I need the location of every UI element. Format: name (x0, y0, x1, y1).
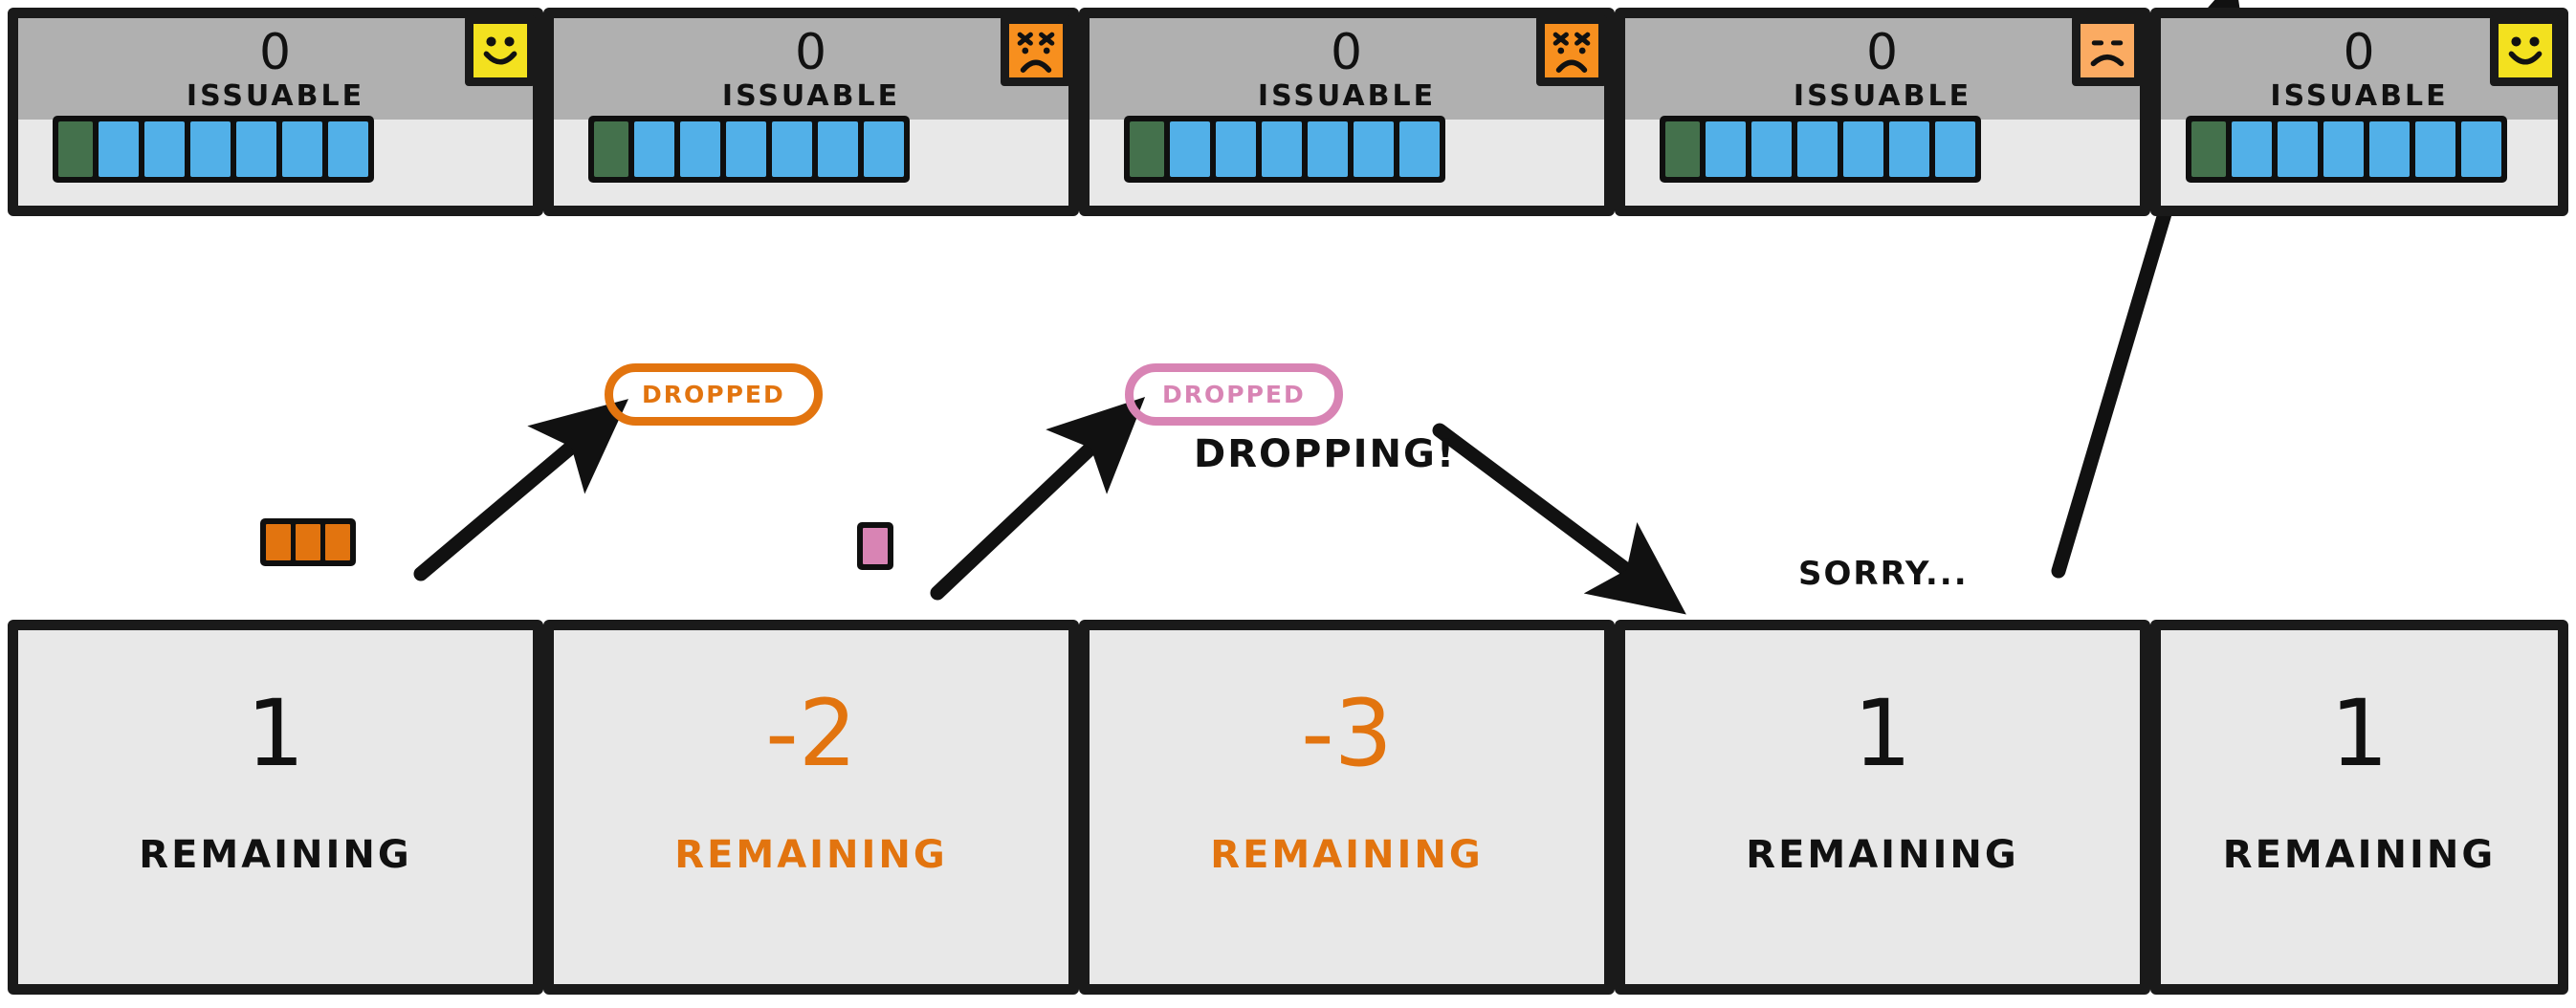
remaining-label: REMAINING (674, 833, 948, 877)
issuable-count: 0 (1330, 24, 1364, 81)
card-header: 0 ISSUABLE (554, 15, 1071, 120)
remaining-label: REMAINING (1210, 833, 1484, 877)
block-blue (1399, 121, 1440, 177)
arrow-3 (1432, 423, 1686, 615)
block-blue (818, 121, 858, 177)
issuable-label: ISSUABLE (1257, 79, 1437, 113)
dropped-badge-orange: DROPPED (605, 363, 823, 426)
issuable-card-1[interactable]: 0 ISSUABLE (8, 8, 543, 216)
remaining-number: -2 (765, 680, 857, 787)
issuable-card-5[interactable]: 0 ISSUABLE (2150, 8, 2568, 216)
issuable-card-2[interactable]: 0 ISSUABLE (543, 8, 1079, 216)
pink-block-group (857, 522, 893, 570)
card-header: 0 ISSUABLE (1625, 15, 2143, 120)
block-blue (1354, 121, 1394, 177)
block-blue (1706, 121, 1746, 177)
issuable-count: 0 (794, 24, 828, 81)
remaining-card-1[interactable]: 1 REMAINING (8, 620, 543, 995)
mini-block-orange (266, 524, 291, 560)
card-header: 0 ISSUABLE (2161, 15, 2561, 120)
block-blue (680, 121, 720, 177)
block-row (53, 116, 374, 183)
remaining-label: REMAINING (2222, 833, 2497, 877)
issuable-card-3[interactable]: 0 ISSUABLE (1079, 8, 1615, 216)
mini-block-pink (863, 528, 888, 564)
mini-block-orange (296, 524, 320, 560)
block-green (2191, 121, 2226, 177)
dropping-annotation: DROPPING! (1194, 432, 1457, 476)
issuable-label: ISSUABLE (721, 79, 901, 113)
block-blue (1935, 121, 1975, 177)
block-blue (772, 121, 812, 177)
issuable-label: ISSUABLE (186, 79, 365, 113)
block-blue (1216, 121, 1256, 177)
block-green (1665, 121, 1700, 177)
issuable-label: ISSUABLE (2270, 79, 2449, 113)
arrow-2 (930, 396, 1146, 601)
block-blue (726, 121, 766, 177)
arrow-1 (413, 399, 628, 581)
block-row (588, 116, 910, 183)
block-blue (2232, 121, 2272, 177)
remaining-card-3[interactable]: -3 REMAINING (1079, 620, 1615, 995)
block-green (58, 121, 93, 177)
block-blue (282, 121, 322, 177)
remaining-number: 1 (246, 680, 305, 787)
remaining-number: -3 (1301, 680, 1393, 787)
remaining-label: REMAINING (1746, 833, 2019, 877)
mini-block-orange (325, 524, 350, 560)
orange-blocks-group (260, 518, 356, 566)
block-row (1660, 116, 1981, 183)
smiley-face-icon (465, 15, 536, 86)
angry-face-icon (1001, 15, 1071, 86)
block-green (1130, 121, 1164, 177)
block-blue (1889, 121, 1929, 177)
block-blue (1797, 121, 1838, 177)
issuable-count: 0 (2343, 24, 2376, 81)
block-blue (236, 121, 276, 177)
block-blue (328, 121, 368, 177)
block-blue (1843, 121, 1883, 177)
block-row (1124, 116, 1445, 183)
remaining-card-2[interactable]: -2 REMAINING (543, 620, 1079, 995)
block-blue (1308, 121, 1348, 177)
remaining-number: 1 (2329, 680, 2389, 787)
angry-face-icon (1536, 15, 1607, 86)
remaining-card-5[interactable]: 1 REMAINING (2150, 620, 2568, 995)
block-blue (2278, 121, 2318, 177)
remaining-number: 1 (1853, 680, 1912, 787)
card-header: 0 ISSUABLE (18, 15, 536, 120)
block-green (594, 121, 628, 177)
block-blue (190, 121, 231, 177)
block-blue (864, 121, 904, 177)
block-blue (1751, 121, 1792, 177)
block-blue (2369, 121, 2410, 177)
block-blue (1262, 121, 1302, 177)
issuable-count: 0 (1865, 24, 1900, 81)
block-blue (2461, 121, 2501, 177)
issuable-count: 0 (258, 24, 293, 81)
issuable-label: ISSUABLE (1793, 79, 1972, 113)
block-blue (144, 121, 185, 177)
remaining-card-4[interactable]: 1 REMAINING (1615, 620, 2150, 995)
block-blue (1170, 121, 1210, 177)
dropped-badge-pink: DROPPED (1125, 363, 1343, 426)
block-blue (99, 121, 139, 177)
smiley-face-icon (2490, 15, 2561, 86)
sorry-annotation: SORRY... (1798, 555, 1969, 593)
sad-face-icon (2072, 15, 2143, 86)
block-blue (2415, 121, 2455, 177)
block-blue (634, 121, 674, 177)
remaining-label: REMAINING (139, 833, 412, 877)
issuable-card-4[interactable]: 0 ISSUABLE (1615, 8, 2150, 216)
block-row (2186, 116, 2507, 183)
card-header: 0 ISSUABLE (1090, 15, 1607, 120)
block-blue (2323, 121, 2364, 177)
